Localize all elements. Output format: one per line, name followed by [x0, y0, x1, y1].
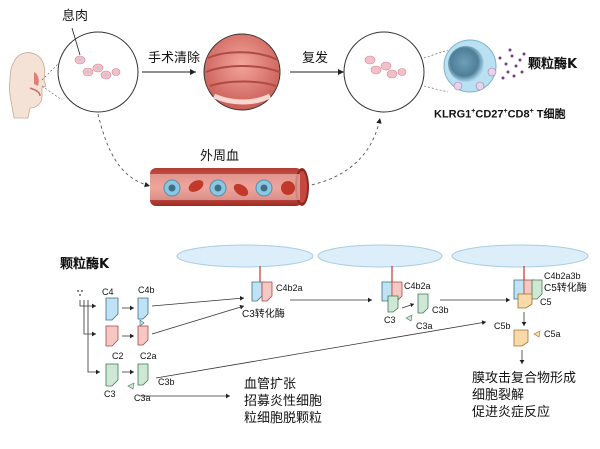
peripheral-blood-label: 外周血 — [200, 149, 240, 164]
c2-fragment — [105, 325, 119, 347]
c4-fragment — [105, 297, 119, 321]
c3-fragment — [105, 363, 119, 387]
stage2-c3b-label: C3b — [432, 305, 449, 315]
effect-item: 招募炎性细胞 — [244, 394, 323, 409]
c5a-fragment — [533, 330, 541, 338]
effect-item: 粒细胞脱颗粒 — [244, 411, 323, 426]
colon-tissue-icon — [203, 33, 281, 111]
stage2-c4b2a-label: C4b2a — [404, 281, 431, 291]
c3a-fragment — [127, 382, 135, 390]
effect-item: 促进炎症反应 — [472, 405, 551, 420]
granzyme-dots — [498, 48, 526, 80]
relapse-polyp-cluster — [364, 55, 407, 79]
stage2-complex — [381, 266, 429, 322]
c5b-fragment — [513, 329, 529, 347]
granzyme-k-label: 颗粒酶K — [528, 57, 578, 72]
c5b-label: C5b — [494, 321, 511, 331]
c3-label: C3 — [104, 389, 116, 399]
surgery-label: 手术清除 — [148, 51, 201, 66]
c5-convertase-label: C5转化酶 — [544, 283, 587, 294]
relapse-circle — [343, 31, 425, 113]
c3a-effects-list: 血管扩张 招募炎性细胞 粒细胞脱颗粒 — [244, 378, 322, 425]
c2-label: C2 — [112, 351, 124, 361]
arrow-c3b-to-c5 — [155, 320, 487, 379]
membrane-2 — [317, 244, 443, 268]
branch-c2 — [83, 300, 96, 337]
c4-label: C4 — [102, 287, 114, 297]
to-blood-curve — [97, 113, 151, 188]
mac-effects-list: 膜攻击复合物形成 细胞裂解 促进炎症反应 — [472, 372, 576, 419]
arrow-c4b-to-convertase — [151, 295, 245, 307]
effect-item: 血管扩张 — [244, 377, 297, 392]
c4b2a-complex — [251, 266, 273, 302]
polyp-label: 息肉 — [62, 9, 89, 24]
c4b2a3b-label: C4b2a3b — [544, 271, 581, 281]
effect-item: 膜攻击复合物形成 — [472, 371, 577, 386]
polyp-cluster — [74, 55, 121, 80]
granzyme-k-label-bottom: 颗粒酶K — [60, 257, 110, 272]
polyp-pointer — [71, 27, 81, 56]
effect-item: 细胞裂解 — [472, 388, 525, 403]
t-cell-icon — [443, 39, 497, 93]
c3b-fragment — [137, 363, 149, 386]
c4b2a-label: C4b2a — [276, 283, 303, 293]
c5-label: C5 — [540, 297, 552, 307]
stage2-c3-label: C3 — [384, 315, 396, 325]
c3b-label: C3b — [158, 377, 175, 387]
c2a-fragment — [137, 325, 149, 346]
arrow-c2a-to-convertase — [151, 304, 245, 335]
c3-convertase-label: C3转化酶 — [242, 309, 285, 320]
blood-vessel — [150, 168, 309, 206]
c5a-label: C5a — [544, 329, 561, 339]
stage3-complex — [513, 266, 543, 309]
branch-c4 — [79, 300, 96, 309]
membrane-3 — [451, 244, 589, 268]
c3a-label: C3a — [134, 393, 151, 403]
c4b-label: C4b — [138, 285, 155, 295]
c2a-label: C2a — [140, 351, 157, 361]
from-blood-curve — [305, 117, 382, 187]
t-cell-label: KLRG1+CD27+CD8+ T细胞 — [434, 108, 566, 121]
branch-c3 — [87, 300, 100, 375]
relapse-label: 复发 — [302, 51, 329, 66]
c4b-fragment — [137, 297, 149, 320]
membrane-1 — [176, 244, 314, 268]
patient-head-icon — [9, 52, 47, 119]
stage2-c3a-label: C3a — [416, 321, 433, 331]
